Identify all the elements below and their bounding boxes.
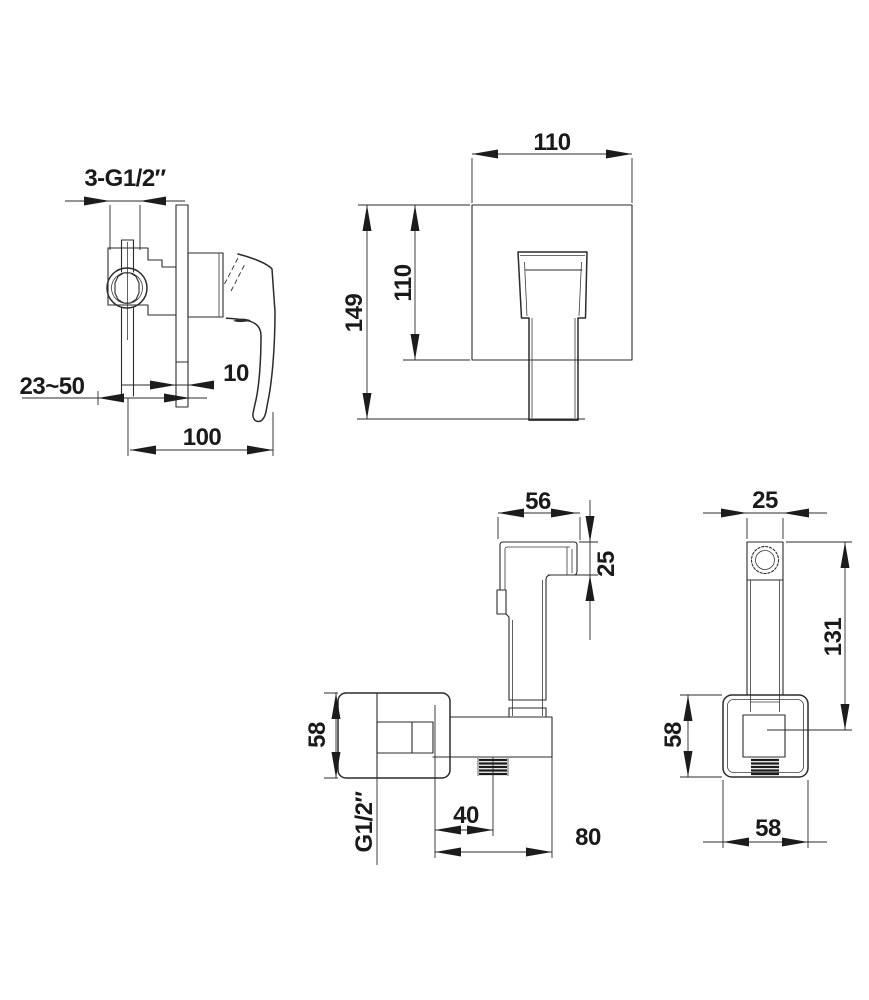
figure-mixer-side-view: 3-G1/2″ bbox=[20, 165, 276, 456]
arrowhead bbox=[783, 508, 809, 518]
extension-lines bbox=[767, 541, 852, 731]
hidden-edge bbox=[230, 262, 246, 292]
shower-body-front bbox=[746, 541, 784, 712]
arrowhead bbox=[331, 693, 341, 719]
shower-head-side bbox=[496, 541, 578, 718]
extension-lines bbox=[722, 780, 809, 848]
shower-hose-nut bbox=[508, 699, 547, 718]
bracket-plate-front bbox=[722, 694, 809, 778]
shower-nozzle bbox=[496, 589, 507, 615]
arrowhead bbox=[410, 334, 420, 360]
figure-mixer-front-view: 110 149 110 bbox=[341, 129, 633, 421]
spray-face-circle bbox=[750, 545, 780, 575]
extension-lines bbox=[127, 398, 274, 456]
arrowhead bbox=[606, 149, 632, 159]
dim-label-depth-range: 23~50 bbox=[20, 373, 85, 400]
extension-lines bbox=[746, 518, 784, 539]
extension-lines bbox=[680, 694, 722, 778]
arrowhead bbox=[331, 752, 341, 778]
dim-label-head-length: 56 bbox=[525, 488, 551, 515]
shower-bracket-front bbox=[722, 694, 809, 778]
arrowhead bbox=[498, 508, 524, 518]
dim-label-bracket-height: 58 bbox=[304, 722, 331, 748]
arrowhead bbox=[435, 825, 461, 835]
extension-lines bbox=[548, 541, 598, 576]
arrowhead bbox=[683, 695, 693, 721]
extension-lines bbox=[357, 204, 585, 420]
figure-shower-side-view: 56 25 58 G1/2″ 40 80 bbox=[304, 488, 620, 865]
arrowhead bbox=[585, 516, 595, 542]
arrowhead bbox=[435, 847, 461, 857]
arrowhead bbox=[782, 837, 808, 847]
arrowhead bbox=[472, 149, 498, 159]
arrowhead bbox=[840, 704, 850, 730]
dim-label-inlet-thread: G1/2″ bbox=[351, 790, 378, 852]
extension-lines bbox=[471, 158, 633, 203]
arrowhead bbox=[683, 751, 693, 777]
arrowhead bbox=[98, 393, 124, 403]
extension-lines bbox=[497, 517, 581, 540]
dim-label-total-height: 149 bbox=[341, 294, 368, 333]
arrowhead bbox=[164, 393, 190, 403]
dim-label-plate-width-front: 58 bbox=[755, 815, 781, 842]
hidden-edge bbox=[224, 256, 239, 285]
mixer-valve-body bbox=[106, 239, 177, 397]
arrowhead bbox=[247, 445, 273, 455]
arrowhead bbox=[362, 205, 372, 231]
dim-label-holder-depth: 80 bbox=[575, 824, 601, 851]
arrowhead bbox=[467, 825, 493, 835]
side-port-circle bbox=[106, 267, 148, 309]
arrowhead bbox=[840, 542, 850, 568]
arrowhead bbox=[551, 508, 577, 518]
arrowhead bbox=[362, 393, 372, 419]
dim-label-body-height: 131 bbox=[820, 618, 847, 657]
mixer-handle-front bbox=[517, 251, 588, 421]
arrowhead bbox=[150, 380, 176, 390]
arrowhead bbox=[410, 205, 420, 231]
shower-bracket-side bbox=[337, 692, 553, 779]
holder-block-side bbox=[432, 716, 553, 758]
bracket-plate-side bbox=[337, 692, 451, 779]
port-thread-polygon bbox=[114, 272, 140, 304]
dim-label-plate-thickness: 10 bbox=[223, 360, 249, 387]
extension-lines bbox=[434, 705, 553, 858]
mixer-wall-plate-side bbox=[175, 204, 189, 408]
dim-label-plate-height: 110 bbox=[390, 264, 417, 301]
arrowhead bbox=[585, 575, 595, 601]
bracket-boss bbox=[376, 721, 434, 754]
dim-label-head-height: 25 bbox=[593, 551, 620, 577]
extension-lines bbox=[109, 205, 141, 250]
dim-label-reach: 100 bbox=[183, 424, 222, 451]
arrowhead bbox=[130, 445, 156, 455]
extension-lines bbox=[324, 692, 338, 779]
arrowhead bbox=[84, 196, 110, 206]
arrowhead bbox=[188, 380, 214, 390]
dim-label-plate-width: 110 bbox=[533, 129, 570, 156]
hose-thread-connection-front bbox=[751, 758, 779, 776]
arrowhead bbox=[140, 196, 166, 206]
figure-shower-front-view: 25 131 58 58 bbox=[660, 487, 852, 848]
dim-label-head-width: 25 bbox=[752, 487, 778, 514]
arrowhead bbox=[526, 847, 552, 857]
arrowhead bbox=[723, 837, 749, 847]
arrowhead bbox=[721, 508, 747, 518]
holder-block-front bbox=[742, 714, 786, 758]
dim-label-hose-offset: 40 bbox=[453, 802, 479, 829]
mixer-wall-plate-front bbox=[471, 204, 633, 361]
mixer-handle-side bbox=[224, 253, 276, 423]
dim-label-mixer-thread: 3-G1/2″ bbox=[84, 165, 166, 192]
mixer-trim-side bbox=[187, 252, 224, 318]
dim-label-plate-height-front: 58 bbox=[660, 722, 687, 748]
